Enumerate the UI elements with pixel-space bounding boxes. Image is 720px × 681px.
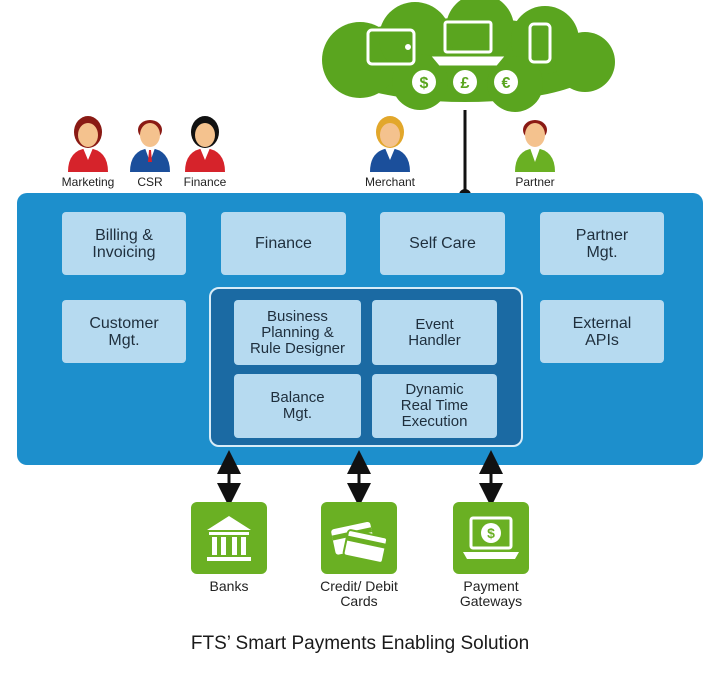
marketing-person-icon (68, 116, 108, 172)
coin-dollar-icon: $ (412, 70, 436, 94)
core-dynamic-execution: Dynamic Real Time Execution (372, 374, 497, 438)
coin-euro-icon: € (494, 70, 518, 94)
banks-tile (191, 502, 267, 574)
cloud-shape (322, 0, 615, 112)
core-event-handler: Event Handler (372, 300, 497, 365)
banks-label: Banks (209, 578, 249, 594)
finance-person-icon (185, 116, 225, 172)
finance-label: Finance (183, 175, 227, 189)
module-partner-mgt: Partner Mgt. (540, 212, 664, 275)
cards-label: Credit/ Debit Cards (320, 578, 398, 609)
merchant-person-icon (370, 116, 410, 172)
core-business-planning: Business Planning & Rule Designer (234, 300, 361, 365)
tablet-icon (366, 28, 416, 66)
module-billing-invoicing: Billing & Invoicing (62, 212, 186, 275)
credit-card-icon (331, 521, 389, 564)
partner-person-icon (515, 120, 555, 172)
module-customer-mgt: Customer Mgt. (62, 300, 186, 363)
core-balance-mgt: Balance Mgt. (234, 374, 361, 438)
laptop-dollar-icon: $ (463, 516, 519, 559)
merchant-label: Merchant (364, 175, 416, 189)
svg-text:$: $ (487, 525, 495, 541)
cloud-connector (459, 110, 471, 201)
csr-label: CSR (137, 175, 163, 189)
currency-euro: € (502, 75, 511, 92)
module-finance: Finance (221, 212, 346, 275)
laptop-icon (431, 20, 505, 66)
currency-dollar: $ (420, 75, 429, 92)
module-external-apis: External APIs (540, 300, 664, 363)
smartphone-icon (528, 22, 552, 64)
partner-label: Partner (515, 175, 555, 189)
marketing-label: Marketing (61, 175, 115, 189)
csr-person-icon (130, 120, 170, 172)
bank-icon (207, 516, 251, 561)
cloud-devices: $ £ € (322, 0, 615, 112)
cards-tile (321, 502, 397, 574)
currency-pound: £ (461, 75, 470, 92)
diagram-caption: FTS’ Smart Payments Enabling Solution (190, 633, 530, 654)
module-self-care: Self Care (380, 212, 505, 275)
coin-pound-icon: £ (453, 70, 477, 94)
payment-gateways-tile: $ (453, 502, 529, 574)
payment-gateways-label: Payment Gateways (459, 578, 523, 609)
